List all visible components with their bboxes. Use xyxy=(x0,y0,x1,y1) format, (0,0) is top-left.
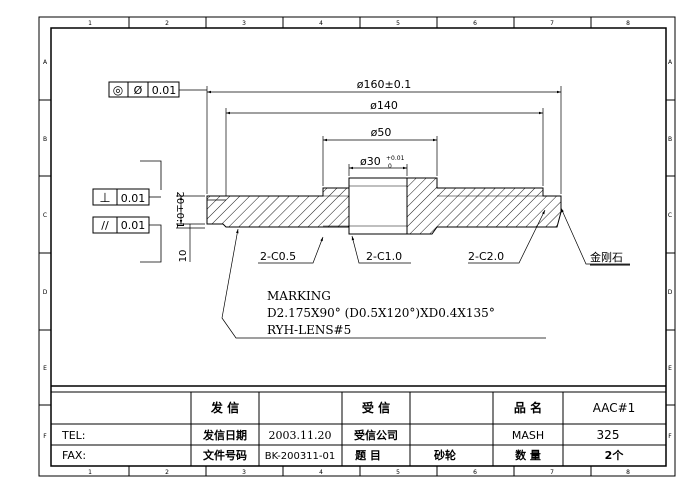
gdt-parallel-frame: // 0.01 xyxy=(92,216,150,234)
gdt-perpendicular-frame: ⊥ 0.01 xyxy=(92,188,150,206)
chamfer-label-3: 2-C2.0 xyxy=(468,250,504,263)
row-label: D xyxy=(668,289,673,296)
row-label: B xyxy=(43,136,47,143)
marking-spec: D2.175X90° (D0.5X120°)XD0.4X135° xyxy=(267,306,495,320)
col-label: 8 xyxy=(626,469,630,476)
col-label: 6 xyxy=(473,469,477,476)
sheet-frame xyxy=(38,16,676,477)
dimensions: ø160±0.1 ø140 ø50 ø30 +0.01 0 20±0.1 10 xyxy=(174,78,562,263)
row-label: F xyxy=(43,433,47,440)
chamfer-leaders: 2-C0.5 2-C1.0 2-C2.0 金刚石 xyxy=(258,207,630,266)
col-label: 7 xyxy=(550,469,554,476)
col-label: 1 xyxy=(88,20,92,27)
concentricity-tolerance: 0.01 xyxy=(152,84,177,97)
row-label: E xyxy=(43,365,47,372)
tb-fax: FAX: xyxy=(62,449,86,462)
dim-160: ø160±0.1 xyxy=(357,78,411,91)
parallelism-symbol: // xyxy=(101,219,109,232)
tb-send-date-label: 发信日期 xyxy=(202,428,247,442)
datum-bracket xyxy=(140,160,162,263)
tb-qty-label: 数 量 xyxy=(515,448,541,462)
tb-product-label: 品 名 xyxy=(514,400,542,415)
col-label: 1 xyxy=(88,469,92,476)
parallelism-tolerance: 0.01 xyxy=(121,219,146,232)
col-label: 3 xyxy=(242,469,246,476)
part-section xyxy=(206,177,562,235)
marking-lens: RYH-LENS#5 xyxy=(267,323,351,337)
tb-mash-label: MASH xyxy=(512,429,544,442)
col-label: 5 xyxy=(396,469,400,476)
tb-doc-no-label: 文件号码 xyxy=(203,448,247,462)
marking-note: MARKING D2.175X90° (D0.5X120°)XD0.4X135°… xyxy=(221,228,546,339)
row-label: E xyxy=(668,365,672,372)
bore-section xyxy=(348,177,408,235)
concentricity-symbol: ◎ xyxy=(113,83,123,97)
column-markers: 1 2 3 4 5 6 7 8 1 2 3 4 5 6 7 8 xyxy=(88,17,630,476)
diameter-symbol: Ø xyxy=(134,84,143,97)
row-label: A xyxy=(668,59,673,66)
tb-receiver-company: 受信公司 xyxy=(354,428,398,442)
row-label: F xyxy=(668,433,672,440)
row-markers: A B C D E F A B C D E F xyxy=(39,59,675,440)
tb-subject-value: 砂轮 xyxy=(434,448,456,462)
tb-send: 发 信 xyxy=(210,400,239,415)
marking-title: MARKING xyxy=(267,289,331,303)
col-label: 5 xyxy=(396,20,400,27)
col-label: 3 xyxy=(242,20,246,27)
tb-tel: TEL: xyxy=(61,429,86,442)
dim-30: ø30 xyxy=(360,155,381,168)
dim-20: 20±0.1 xyxy=(174,191,185,228)
col-label: 2 xyxy=(165,20,169,27)
dim-140: ø140 xyxy=(370,99,398,112)
col-label: 8 xyxy=(626,20,630,27)
tb-qty-value: 2个 xyxy=(605,448,625,462)
gdt-concentricity-frame: ◎ Ø 0.01 xyxy=(108,81,207,98)
row-label: A xyxy=(43,59,48,66)
row-label: B xyxy=(668,136,672,143)
tb-mash-value: 325 xyxy=(597,428,620,442)
chamfer-label-1: 2-C0.5 xyxy=(260,250,296,263)
title-block: 发 信 受 信 品 名 AAC#1 TEL: 发信日期 2003.11.20 受… xyxy=(51,385,666,466)
tb-doc-no: BK-200311-01 xyxy=(265,451,335,462)
diamond-label: 金刚石 xyxy=(590,250,623,264)
chamfer-label-2: 2-C1.0 xyxy=(366,250,402,263)
tb-subject-label: 题 目 xyxy=(355,449,381,462)
row-label: C xyxy=(668,212,672,219)
dim-30-tol-lower: 0 xyxy=(388,163,392,170)
col-label: 7 xyxy=(550,20,554,27)
col-label: 4 xyxy=(319,20,323,27)
col-label: 6 xyxy=(473,20,477,27)
col-label: 2 xyxy=(165,469,169,476)
row-label: D xyxy=(43,289,48,296)
dim-30-tol-upper: +0.01 xyxy=(386,155,405,162)
tb-send-date: 2003.11.20 xyxy=(269,429,332,442)
col-label: 4 xyxy=(319,469,323,476)
dim-10: 10 xyxy=(178,250,189,263)
dim-50: ø50 xyxy=(371,126,392,139)
perpendicularity-tolerance: 0.01 xyxy=(121,192,146,205)
row-label: C xyxy=(43,212,47,219)
tb-product-value: AAC#1 xyxy=(593,401,636,415)
perpendicularity-symbol: ⊥ xyxy=(99,191,110,206)
tb-receive: 受 信 xyxy=(362,400,390,415)
